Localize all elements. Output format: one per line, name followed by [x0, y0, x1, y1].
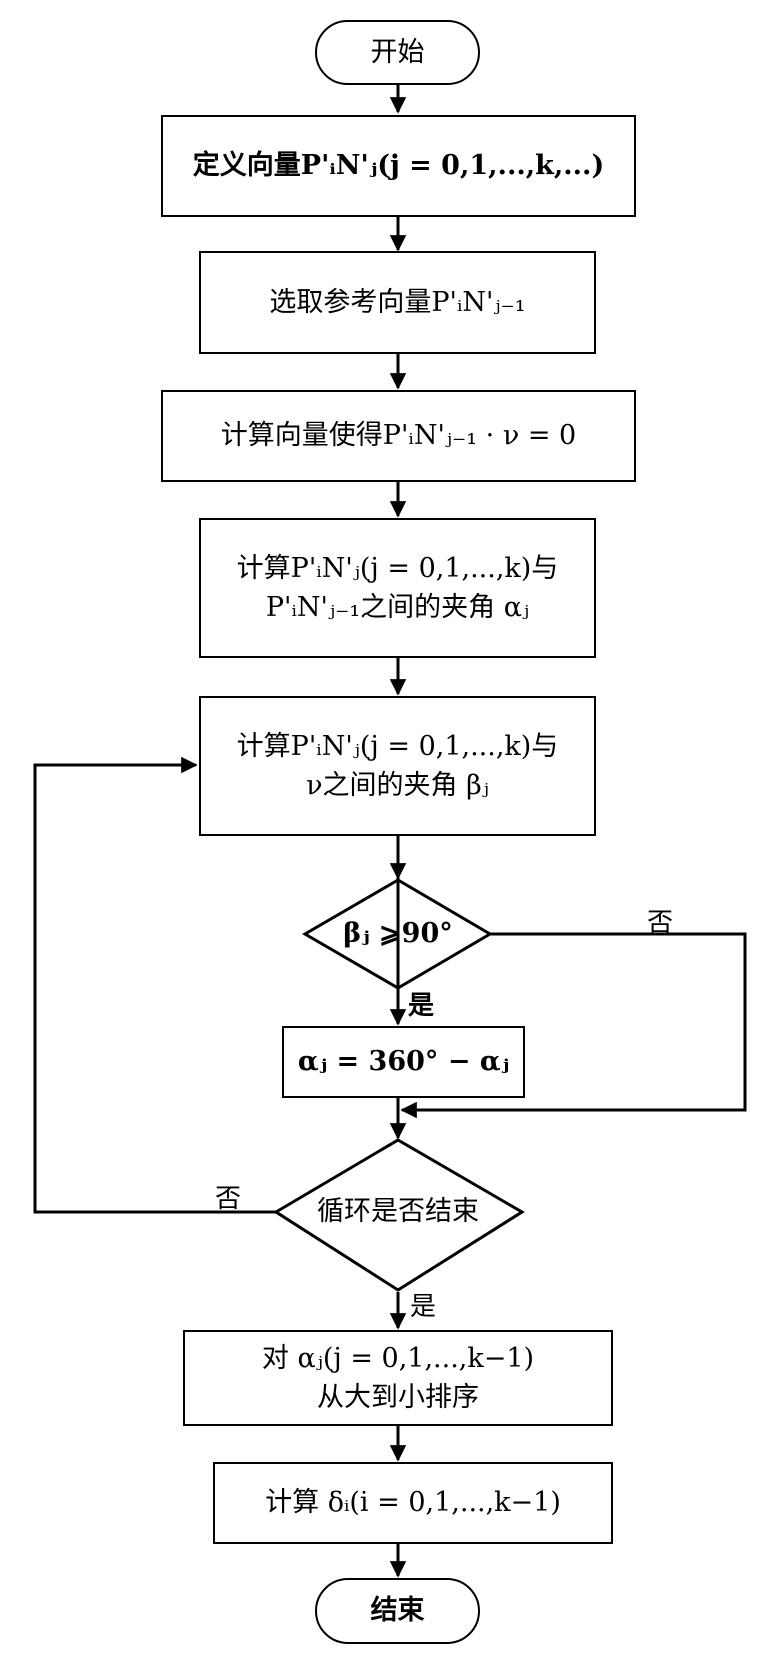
compute-vector-box: 计算向量使得P'ᵢN'ⱼ₋₁ · ν = 0 [161, 390, 636, 482]
compute-beta-box: 计算P'ᵢN'ⱼ(j = 0,1,...,k)与 ν之间的夹角 βⱼ [199, 696, 596, 836]
decision-beta-yes-label: 是 [408, 991, 435, 1021]
compute-beta-line1: 计算P'ᵢN'ⱼ(j = 0,1,...,k)与 [236, 730, 559, 762]
decision-loop-yes-label: 是 [410, 1292, 437, 1322]
decision-loop-label: 循环是否结束 [317, 1196, 479, 1228]
decision-beta-diamond-left [302, 877, 400, 991]
compute-alpha-line1: 计算P'ᵢN'ⱼ(j = 0,1,...,k)与 [236, 552, 559, 584]
arrow-decision-no-bypass [400, 932, 747, 1119]
decision-loop-diamond [273, 1138, 525, 1292]
sort-alpha-box: 对 αⱼ(j = 0,1,...,k−1) 从大到小排序 [183, 1330, 613, 1426]
compute-alpha-line2: P'ᵢN'ⱼ₋₁之间的夹角 αⱼ [265, 592, 530, 623]
end-label: 结束 [370, 1595, 425, 1627]
decision-loop-no-label: 否 [215, 1184, 242, 1214]
sort-alpha-line1: 对 αⱼ(j = 0,1,...,k−1) [261, 1342, 535, 1374]
compute-alpha-box: 计算P'ᵢN'ⱼ(j = 0,1,...,k)与 P'ᵢN'ⱼ₋₁之间的夹角 α… [199, 518, 596, 658]
arrow-loop-no-back [33, 756, 276, 1214]
end-node: 结束 [315, 1578, 480, 1644]
decision-beta-label: βⱼ ⩾90° [343, 918, 453, 950]
sort-alpha-line2: 从大到小排序 [317, 1382, 479, 1413]
decision-beta-no-label: 否 [647, 908, 674, 938]
start-node: 开始 [315, 20, 480, 85]
select-reference-label: 选取参考向量P'ᵢN'ⱼ₋₁ [269, 286, 526, 318]
update-alpha-box: αⱼ = 360° − αⱼ [282, 1026, 525, 1098]
define-vector-label: 定义向量P'ᵢN'ⱼ(j = 0,1,...,k,...) [192, 150, 605, 182]
compute-delta-box: 计算 δᵢ(i = 0,1,...,k−1) [213, 1462, 613, 1544]
start-label: 开始 [370, 36, 425, 68]
update-alpha-label: αⱼ = 360° − αⱼ [297, 1046, 510, 1078]
define-vector-box: 定义向量P'ᵢN'ⱼ(j = 0,1,...,k,...) [161, 115, 636, 217]
select-reference-box: 选取参考向量P'ᵢN'ⱼ₋₁ [199, 251, 596, 354]
compute-beta-line2: ν之间的夹角 βⱼ [306, 770, 489, 801]
decision-beta-text: βⱼ ⩾90° [320, 910, 476, 958]
compute-vector-label: 计算向量使得P'ᵢN'ⱼ₋₁ · ν = 0 [220, 420, 577, 452]
decision-loop-text: 循环是否结束 [300, 1188, 496, 1236]
compute-delta-label: 计算 δᵢ(i = 0,1,...,k−1) [265, 1487, 561, 1519]
